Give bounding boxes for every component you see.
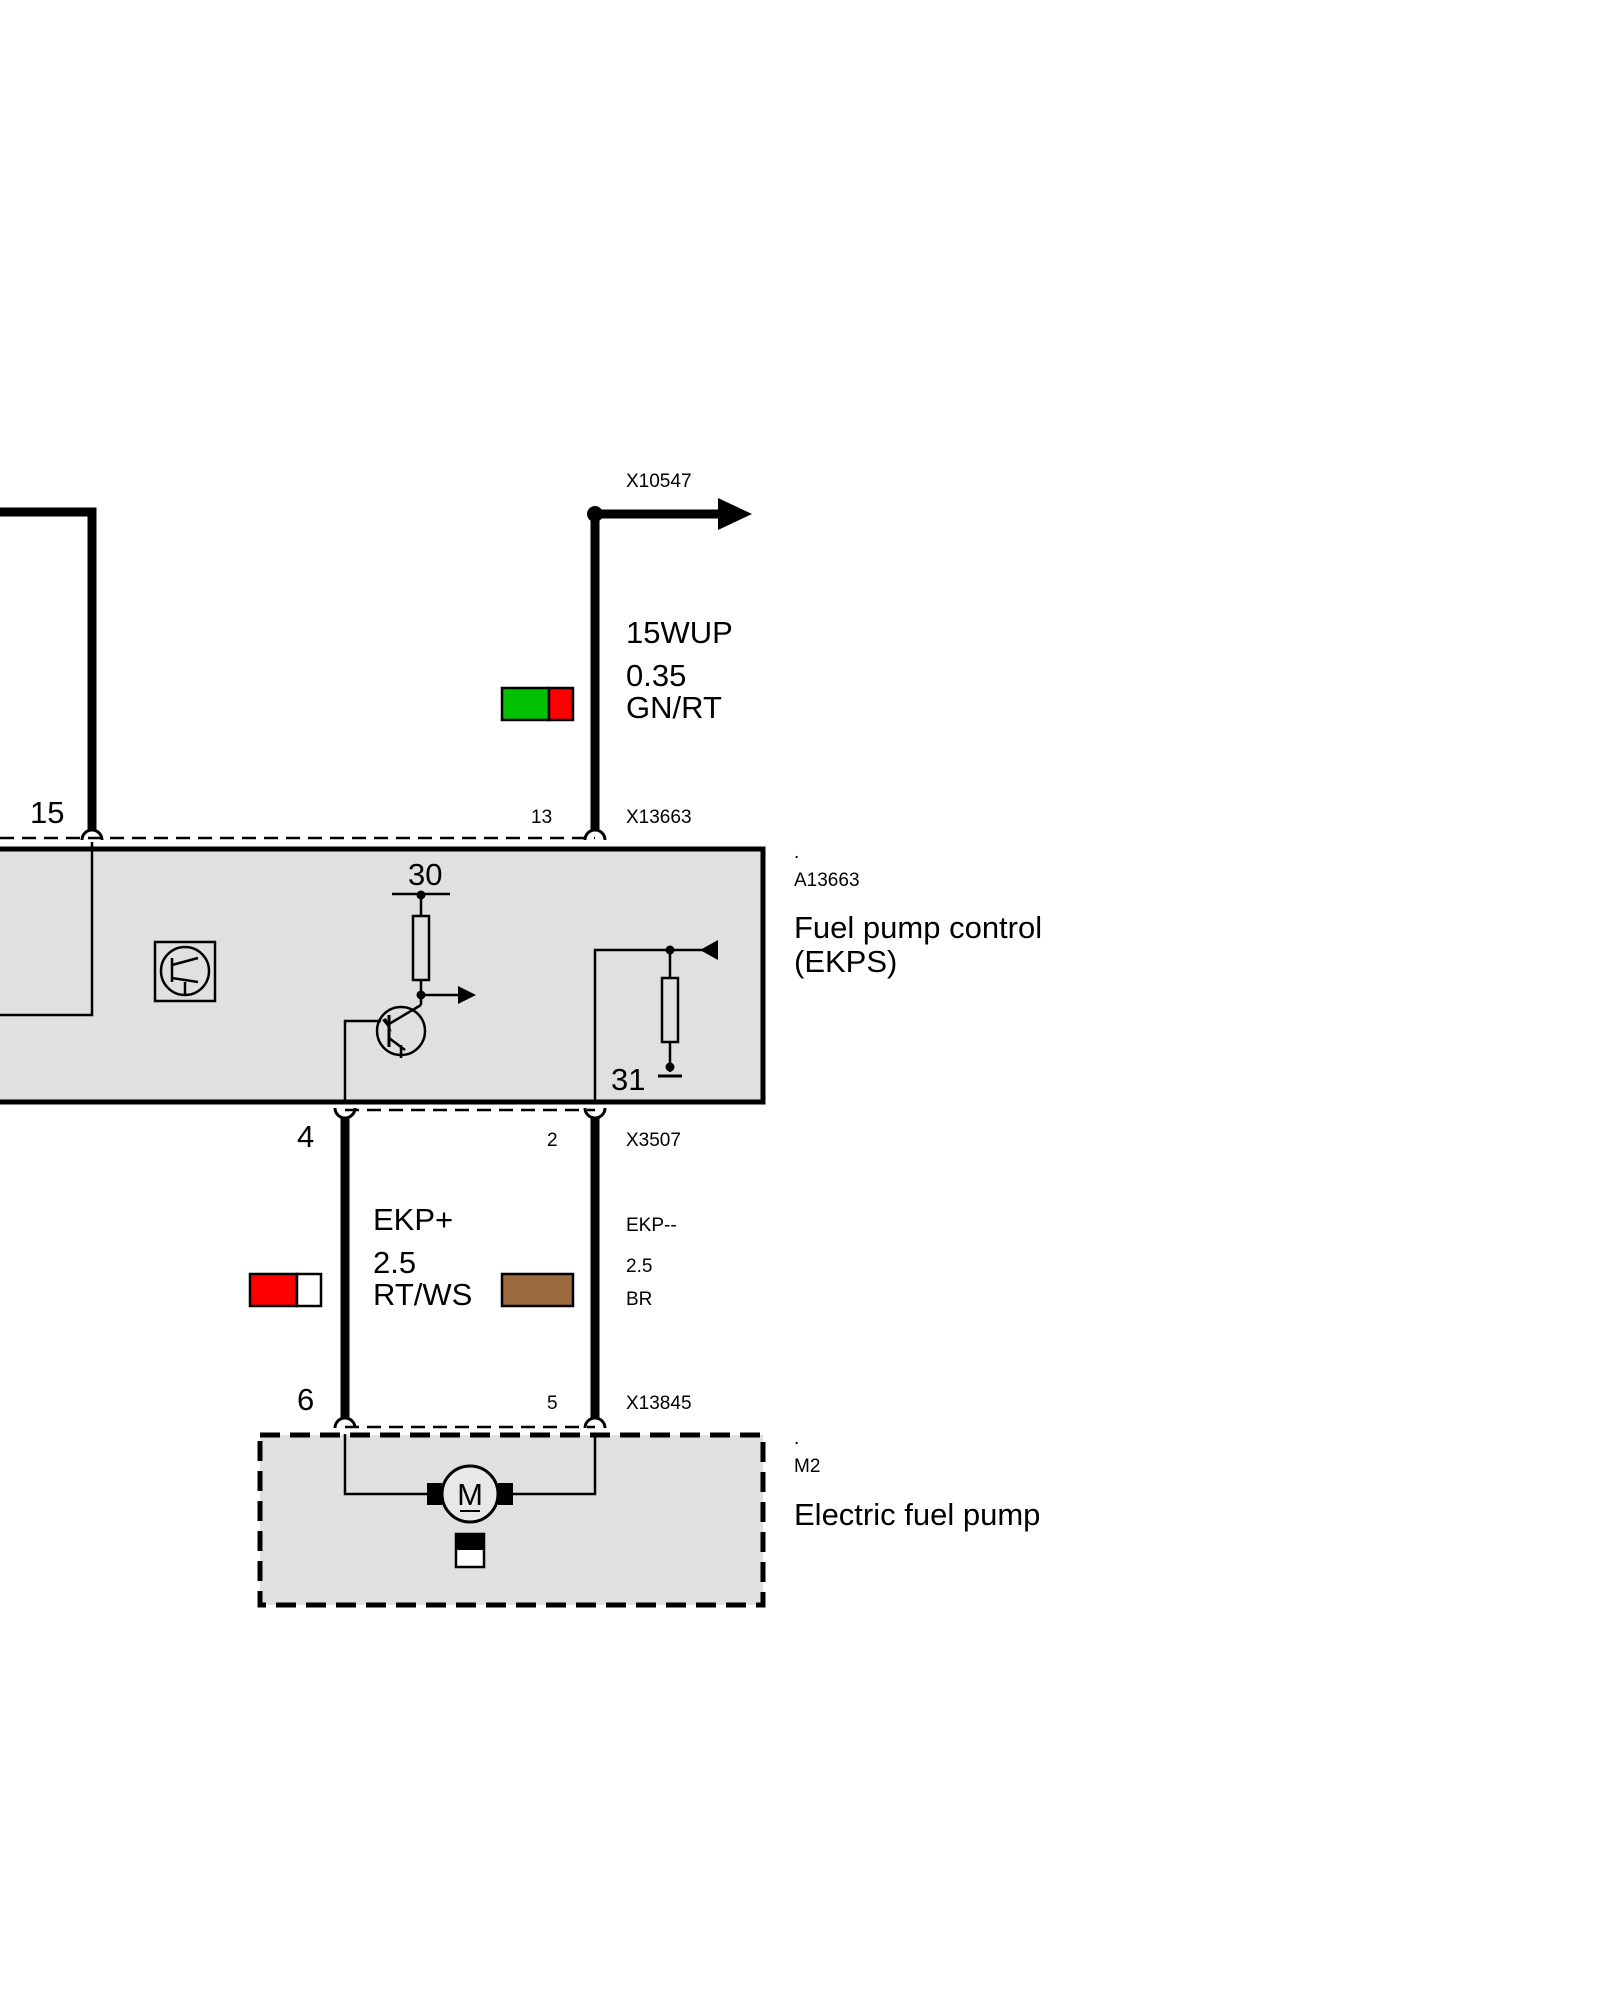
pin-label-2: 2	[547, 1130, 558, 1151]
component-dot-m2: .	[794, 1428, 799, 1449]
internal-wire-15	[0, 842, 94, 1017]
component-dot-a13663: .	[794, 842, 799, 863]
motor-terminal-left	[427, 1483, 442, 1505]
pin-contact-13	[583, 828, 607, 841]
wire-ekp-minus-size: 2.5	[626, 1256, 652, 1277]
pump-submersible-icon	[454, 1532, 486, 1569]
component-name-line2: (EKPS)	[794, 944, 897, 979]
arrow-right-icon	[718, 498, 752, 530]
wire-ekp-minus-color: BR	[626, 1289, 652, 1310]
pin-contact-15	[80, 828, 104, 841]
wire-15wup-color: GN/RT	[626, 690, 722, 725]
junction-dot-x10547	[587, 506, 603, 522]
wire-color-swatch-br	[500, 1272, 575, 1308]
junction-dot-ground	[665, 1062, 675, 1072]
component-name-m2: Electric fuel pump	[794, 1497, 1040, 1532]
terminal-label-30: 30	[408, 857, 442, 892]
pump-wire-left	[343, 1434, 430, 1496]
pin-label-5: 5	[547, 1393, 558, 1414]
connector-label-x10547: X10547	[626, 471, 692, 492]
terminal-label-31: 31	[611, 1062, 645, 1097]
motor-terminal-right	[498, 1483, 513, 1505]
wire-ekp-plus-color: RT/WS	[373, 1277, 472, 1312]
pin-label-6: 6	[297, 1382, 314, 1417]
internal-wire-ekp-plus	[343, 1019, 381, 1100]
input-arrow-icon	[700, 940, 718, 960]
electronic-component-icon	[153, 940, 217, 1003]
motor-symbol: M	[457, 1477, 483, 1512]
pin-contact-4	[333, 1107, 357, 1120]
connector-label-x13663: X13663	[626, 807, 692, 828]
wire-ekp-plus-size: 2.5	[373, 1245, 416, 1280]
signal-arrow-icon	[458, 986, 476, 1004]
wire-color-swatch-rt-ws	[248, 1272, 323, 1308]
component-name-line1: Fuel pump control	[794, 910, 1042, 945]
connector-label-x13845: X13845	[626, 1393, 692, 1414]
fuel-pump-control-box	[0, 846, 766, 1105]
wire-color-swatch-gn-rt	[500, 686, 575, 722]
wire-15wup-size: 0.35	[626, 658, 686, 693]
component-id-m2: M2	[794, 1456, 820, 1477]
pump-wire-right	[510, 1434, 597, 1496]
pin-contacts	[80, 828, 607, 1429]
pin-label-15: 15	[30, 795, 64, 830]
wire-15wup-signal: 15WUP	[626, 615, 733, 650]
pin-contact-6	[333, 1416, 357, 1429]
electric-fuel-pump-box	[257, 1432, 766, 1608]
pin-contact-5	[583, 1416, 607, 1429]
pin-label-13: 13	[531, 807, 552, 828]
wire-terminal-15	[0, 507, 97, 830]
pin-contact-2	[583, 1107, 607, 1120]
connector-label-x3507: X3507	[626, 1130, 681, 1151]
motor-icon	[440, 1464, 500, 1524]
wire-ekp-minus-signal: EKP--	[626, 1215, 677, 1236]
wire-ekp-plus-signal: EKP+	[373, 1202, 453, 1237]
component-id-a13663: A13663	[794, 870, 860, 891]
junction-dot-30	[416, 890, 426, 900]
transistor-icon	[375, 1003, 427, 1058]
pin-label-4: 4	[297, 1119, 314, 1154]
